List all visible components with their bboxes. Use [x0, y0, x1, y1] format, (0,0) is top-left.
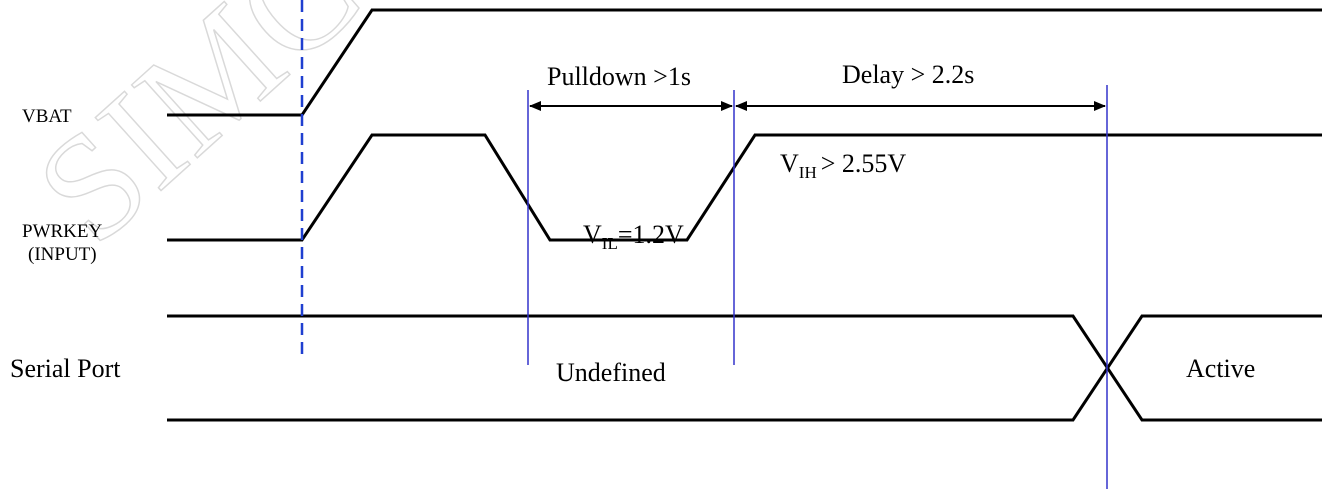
vih-label: VIH> 2.55V: [780, 149, 906, 182]
pwrkey-waveform: [167, 133, 1322, 242]
active-state-label: Active: [1186, 354, 1255, 383]
pwrkey-label-line2: (INPUT): [28, 244, 97, 265]
vil-label: VIL=1.2V: [583, 220, 684, 253]
serial-port-lower-line: [167, 314, 1322, 422]
vbat-label: VBAT: [22, 106, 72, 127]
serial-port-upper-line: [167, 314, 1322, 422]
pwrkey-label-line1: PWRKEY: [22, 221, 103, 242]
undefined-state-label: Undefined: [556, 358, 666, 387]
serial-port-label: Serial Port: [10, 354, 121, 383]
vbat-waveform: [167, 8, 1322, 117]
pulldown-interval-label: Pulldown >1s: [547, 62, 691, 91]
delay-interval-label: Delay > 2.2s: [842, 60, 974, 89]
